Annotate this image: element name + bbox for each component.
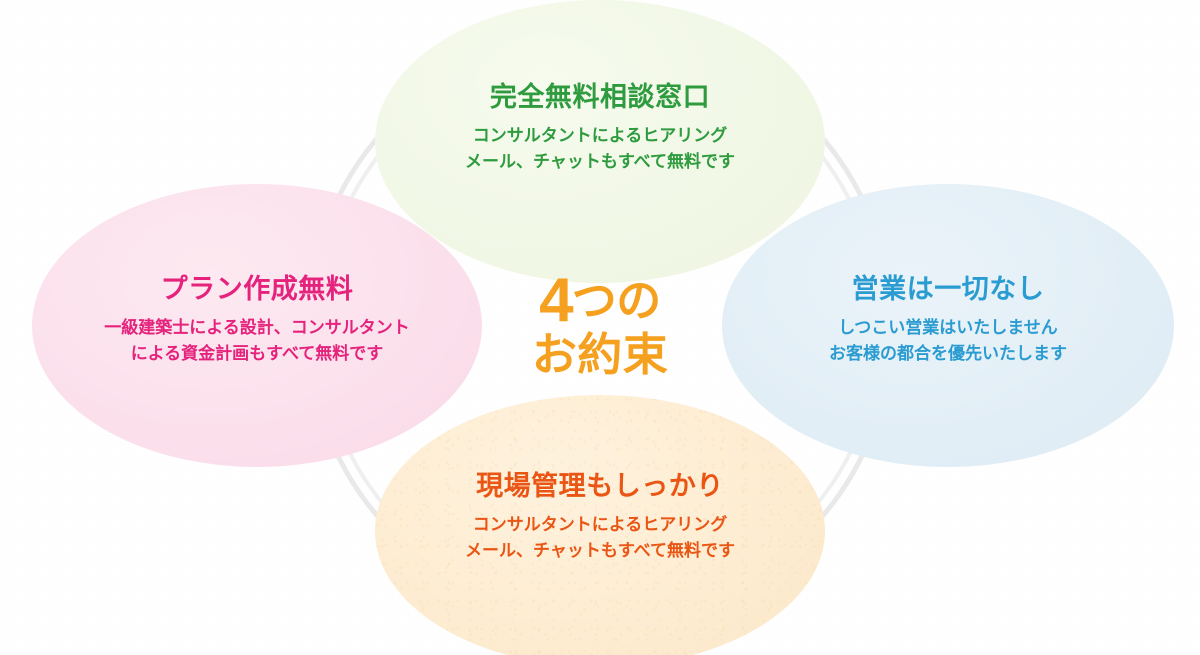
center-headline-number: 4 bbox=[539, 265, 573, 335]
center-headline-line1: 4つの bbox=[539, 269, 662, 331]
promise-bubble-right[interactable]: 営業は一切なし しつこい営業はいたしません お客様の都合を優先いたします bbox=[722, 184, 1174, 467]
promise-bubble-top-body-line2: メール、チャットもすべて無料です bbox=[465, 152, 735, 172]
promise-bubble-right-body-line1: しつこい営業はいたしません bbox=[838, 318, 1058, 337]
promise-bubble-right-content: 営業は一切なし しつこい営業はいたしません お客様の都合を優先いたします bbox=[829, 275, 1067, 367]
promise-bubble-bottom-body-line1: コンサルタントによるヒアリング bbox=[472, 514, 728, 534]
promise-bubble-left[interactable]: プラン作成無料 一級建築士による設計、コンサルタント による資金計画もすべて無料… bbox=[32, 184, 482, 467]
promise-bubble-left-title: プラン作成無料 bbox=[160, 274, 354, 305]
promise-bubble-top-title: 完全無料相談窓口 bbox=[489, 82, 711, 113]
promise-bubble-top[interactable]: 完全無料相談窓口 コンサルタントによるヒアリング メール、チャットもすべて無料で… bbox=[375, 0, 825, 283]
promise-bubble-bottom[interactable]: 現場管理もしっかり コンサルタントによるヒアリング メール、チャットもすべて無料… bbox=[375, 395, 825, 655]
promise-bubble-bottom-title: 現場管理もしっかり bbox=[476, 470, 724, 501]
promise-bubble-right-body-line2: お客様の都合を優先いたします bbox=[829, 344, 1067, 364]
promise-bubble-left-content: プラン作成無料 一級建築士による設計、コンサルタント による資金計画もすべて無料… bbox=[104, 275, 410, 367]
promise-bubble-right-title: 営業は一切なし bbox=[851, 274, 1045, 305]
center-headline-line2: お約束 bbox=[531, 329, 669, 381]
promise-bubble-top-content: 完全無料相談窓口 コンサルタントによるヒアリング メール、チャットもすべて無料で… bbox=[465, 83, 735, 175]
center-headline-suffix: つの bbox=[571, 274, 662, 326]
promise-bubble-top-body-line1: コンサルタントによるヒアリング bbox=[472, 126, 728, 145]
promise-bubble-left-body-line1: 一級建築士による設計、コンサルタント bbox=[104, 318, 410, 337]
promise-bubble-left-body-line2: による資金計画もすべて無料です bbox=[130, 344, 384, 364]
promise-bubble-bottom-body-line2: メール、チャットもすべて無料です bbox=[465, 540, 735, 560]
promise-bubble-bottom-content: 現場管理もしっかり コンサルタントによるヒアリング メール、チャットもすべて無料… bbox=[465, 470, 735, 564]
center-headline: 4つの お約束 bbox=[480, 258, 720, 393]
